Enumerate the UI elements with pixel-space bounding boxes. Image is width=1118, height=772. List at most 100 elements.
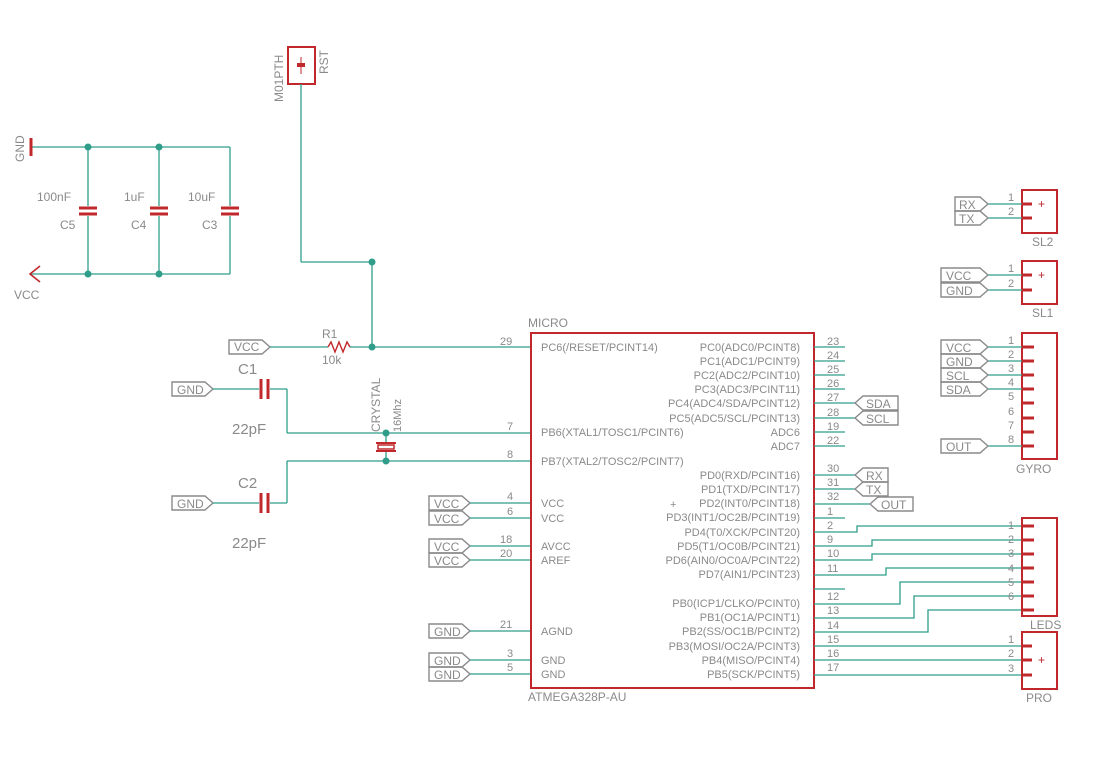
sl1-pin-1: 1: [1008, 263, 1014, 275]
scl-label-gyro: SCL: [946, 369, 970, 383]
pin-num-18: 18: [500, 534, 512, 546]
r1-value: 10k: [322, 353, 342, 367]
capacitor-c3: 10uF C3: [188, 190, 239, 232]
pin-num-29: 29: [500, 336, 512, 348]
pin-label-32: PD2(INT0/PCINT18): [699, 498, 800, 510]
pin-num-4: 4: [507, 491, 513, 503]
pin-num-10: 10: [827, 548, 839, 560]
pin-label-1: PD3(INT1/OC2B/PCINT19): [666, 512, 800, 524]
power-net-labels: VCC VCC VCC VCC GND GND GND: [428, 495, 531, 682]
gyro-pin-5: 5: [1008, 391, 1014, 403]
capacitor-c4: 1uF C4: [124, 190, 168, 232]
pin-num-9: 9: [827, 534, 833, 546]
mcu-signal-labels: SDA SCL RX TX OUT: [814, 395, 914, 512]
scl-label-mcu: SCL: [866, 412, 890, 426]
connector-pro: + 1 2 3 PRO: [1008, 631, 1058, 705]
leds-pin-3: 3: [1008, 548, 1014, 560]
pin-num-23: 23: [827, 336, 839, 348]
pin-num-8: 8: [507, 449, 513, 461]
pin-label-19: ADC6: [771, 427, 800, 439]
pin-label-11: PD7(AIN1/PCINT23): [699, 569, 800, 581]
pin-num-2: 2: [827, 520, 833, 532]
c1-name: C1: [238, 361, 257, 378]
pin-num-6: 6: [507, 506, 513, 518]
plus-mark: +: [670, 499, 676, 511]
vcc-label-pin6: VCC: [434, 512, 460, 526]
sl2-name: SL2: [1032, 235, 1054, 249]
tx-label-mcu: TX: [866, 483, 881, 497]
pin-num-27: 27: [827, 392, 839, 404]
pin-label-24: PC1(ADC1/PCINT9): [700, 356, 800, 368]
gyro-pin-8: 8: [1008, 434, 1014, 446]
gyro-pin-7: 7: [1008, 420, 1014, 432]
pin-label-31: PD1(TXD/PCINT17): [701, 484, 800, 496]
gyro-pin-3: 3: [1008, 363, 1014, 375]
svg-text:+: +: [1038, 268, 1045, 282]
pin-label-7: PB6(XTAL1/TOSC1/PCINT6): [541, 427, 684, 439]
pin-label-12: PB0(ICP1/CLKO/PCINT0): [672, 598, 800, 610]
pin-label-2: PD4(T0/XCK/PCINT20): [684, 527, 800, 539]
pin-label-4: VCC: [541, 498, 564, 510]
pin-num-26: 26: [827, 378, 839, 390]
crystal-name: CRYSTAL: [369, 377, 383, 432]
sl1-name: SL1: [1032, 306, 1054, 320]
leds-pin-2: 2: [1008, 534, 1014, 546]
pin-num-3: 3: [507, 648, 513, 660]
reset-header-label: RST: [317, 49, 331, 74]
pin-num-15: 15: [827, 634, 839, 646]
capacitor-c5: 100nF C5: [37, 190, 97, 232]
pin-label-23: PC0(ADC0/PCINT8): [700, 342, 800, 354]
pin-label-26: PC3(ADC3/PCINT11): [694, 384, 800, 396]
pin-num-13: 13: [827, 605, 839, 617]
mcu-right-pins: 23 PC0(ADC0/PCINT8) 24 PC1(ADC1/PCINT9) …: [666, 336, 840, 681]
gnd-net-label-c2-text: GND: [177, 497, 204, 511]
pin-num-14: 14: [827, 620, 839, 632]
sda-label-mcu: SDA: [866, 397, 891, 411]
pin-num-7: 7: [507, 421, 513, 433]
connector-sl1: + VCC GND 1 2 SL1: [940, 260, 1058, 320]
pin-label-5: GND: [541, 669, 566, 681]
pro-name: PRO: [1026, 691, 1052, 705]
leds-pin-1: 1: [1008, 520, 1014, 532]
vcc-label-pin20: VCC: [434, 554, 460, 568]
pin-num-25: 25: [827, 364, 839, 376]
gyro-pin-4: 4: [1008, 377, 1014, 389]
sl2-pin-1: 1: [1008, 192, 1014, 204]
rx-label-mcu: RX: [866, 469, 883, 483]
pin-num-16: 16: [827, 648, 839, 660]
pin-num-28: 28: [827, 407, 839, 419]
pin-num-1: 1: [827, 506, 833, 518]
vcc-symbol-label: VCC: [14, 288, 40, 302]
pro-pin-2: 2: [1008, 648, 1014, 660]
decoupling-section: GND VCC 100nF C5 1uF C4 10uF C3: [13, 135, 239, 302]
pin-label-20: AREF: [541, 555, 571, 567]
pin-num-11: 11: [827, 563, 838, 575]
pin-label-15: PB3(MOSI/OC2A/PCINT3): [669, 641, 800, 653]
sda-label-gyro: SDA: [946, 383, 971, 397]
pin-label-25: PC2(ADC2/PCINT10): [694, 370, 800, 382]
vcc-net-label-reset: [228, 339, 272, 355]
pin-label-30: PD0(RXD/PCINT16): [700, 470, 800, 482]
c3-name: C3: [202, 218, 218, 232]
svg-text:+: +: [1038, 653, 1045, 667]
connector-gyro: VCC GND SCL SDA OUT 1 2 3 4 5 6 7 8 GYRO: [940, 332, 1058, 476]
gnd-symbol-label: GND: [13, 135, 27, 162]
pin-label-17: PB5(SCK/PCINT5): [707, 669, 800, 681]
c3-value: 10uF: [188, 190, 215, 204]
pin-num-19: 19: [827, 421, 839, 433]
mcu-left-pins: 29 PC6(/RESET/PCINT14) 7 PB6(XTAL1/TOSC1…: [500, 336, 684, 681]
pin-label-29: PC6(/RESET/PCINT14): [541, 342, 658, 354]
gnd-label-pin3: GND: [434, 654, 461, 668]
pin-label-27: PC4(ADC4/SDA/PCINT12): [668, 398, 800, 410]
reset-header: M01PTH RST: [272, 46, 376, 347]
gnd-net-label-c1-text: GND: [177, 383, 204, 397]
pin-label-14: PB2(SS/OC1B/PCINT2): [682, 626, 800, 638]
mcu-right-stubs: [814, 346, 845, 590]
c5-value: 100nF: [37, 190, 71, 204]
pin-label-18: AVCC: [541, 541, 571, 553]
svg-text:+: +: [1038, 197, 1045, 211]
pin-label-8: PB7(XTAL2/TOSC2/PCINT7): [541, 456, 684, 468]
gnd-net-label-c1: [171, 381, 215, 397]
pin-num-5: 5: [507, 662, 513, 674]
gnd-label-sl1: GND: [946, 284, 973, 298]
